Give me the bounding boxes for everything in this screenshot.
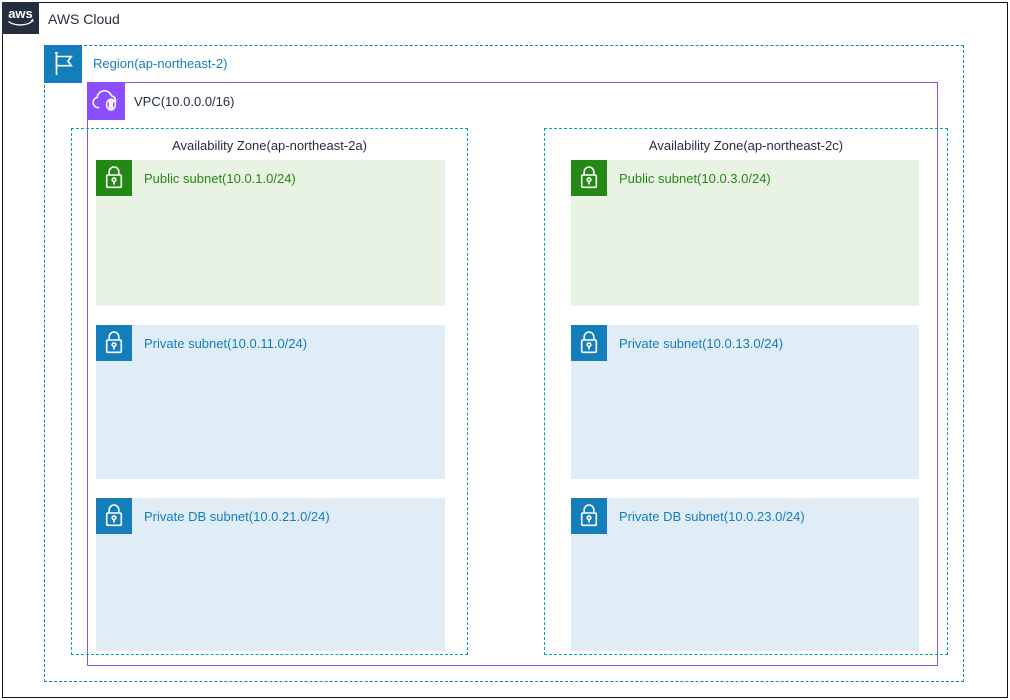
availability-zone-2c: Availability Zone(ap-northeast-2c) Publi… <box>544 128 948 655</box>
subnet-label: Public subnet(10.0.3.0/24) <box>619 171 771 186</box>
availability-zone-2a: Availability Zone(ap-northeast-2a) Publi… <box>71 128 468 655</box>
aws-logo: aws <box>2 2 39 34</box>
lock-icon <box>571 325 607 361</box>
subnet-public: Public subnet(10.0.1.0/24) <box>96 160 445 306</box>
aws-logo-icon: aws <box>8 6 34 26</box>
vpc-cloud-icon <box>87 82 125 120</box>
subnet-private: Private subnet(10.0.11.0/24) <box>96 325 445 479</box>
region-label: Region(ap-northeast-2) <box>93 56 228 71</box>
subnet-label: Private subnet(10.0.11.0/24) <box>144 336 308 351</box>
subnet-private-db: Private DB subnet(10.0.21.0/24) <box>96 498 445 651</box>
az-label: Availability Zone(ap-northeast-2c) <box>648 138 844 153</box>
aws-logo-text: aws <box>8 6 33 21</box>
vpc-label: VPC(10.0.0.0/16) <box>134 94 235 109</box>
az-label: Availability Zone(ap-northeast-2a) <box>172 138 367 153</box>
subnet-label: Private DB subnet(10.0.21.0/24) <box>144 509 330 524</box>
subnet-public: Public subnet(10.0.3.0/24) <box>571 160 919 306</box>
region-container <box>44 45 964 682</box>
lock-icon <box>96 160 132 196</box>
subnet-label: Private DB subnet(10.0.23.0/24) <box>619 509 805 524</box>
lock-icon <box>96 498 132 534</box>
lock-icon <box>571 498 607 534</box>
vpc-container <box>87 82 938 666</box>
subnet-private-db: Private DB subnet(10.0.23.0/24) <box>571 498 919 651</box>
lock-icon <box>571 160 607 196</box>
lock-icon <box>96 325 132 361</box>
region-flag-icon <box>44 45 82 83</box>
subnet-label: Public subnet(10.0.1.0/24) <box>144 171 296 186</box>
subnet-label: Private subnet(10.0.13.0/24) <box>619 336 784 351</box>
subnet-private: Private subnet(10.0.13.0/24) <box>571 325 919 479</box>
aws-cloud-title: AWS Cloud <box>48 11 120 27</box>
